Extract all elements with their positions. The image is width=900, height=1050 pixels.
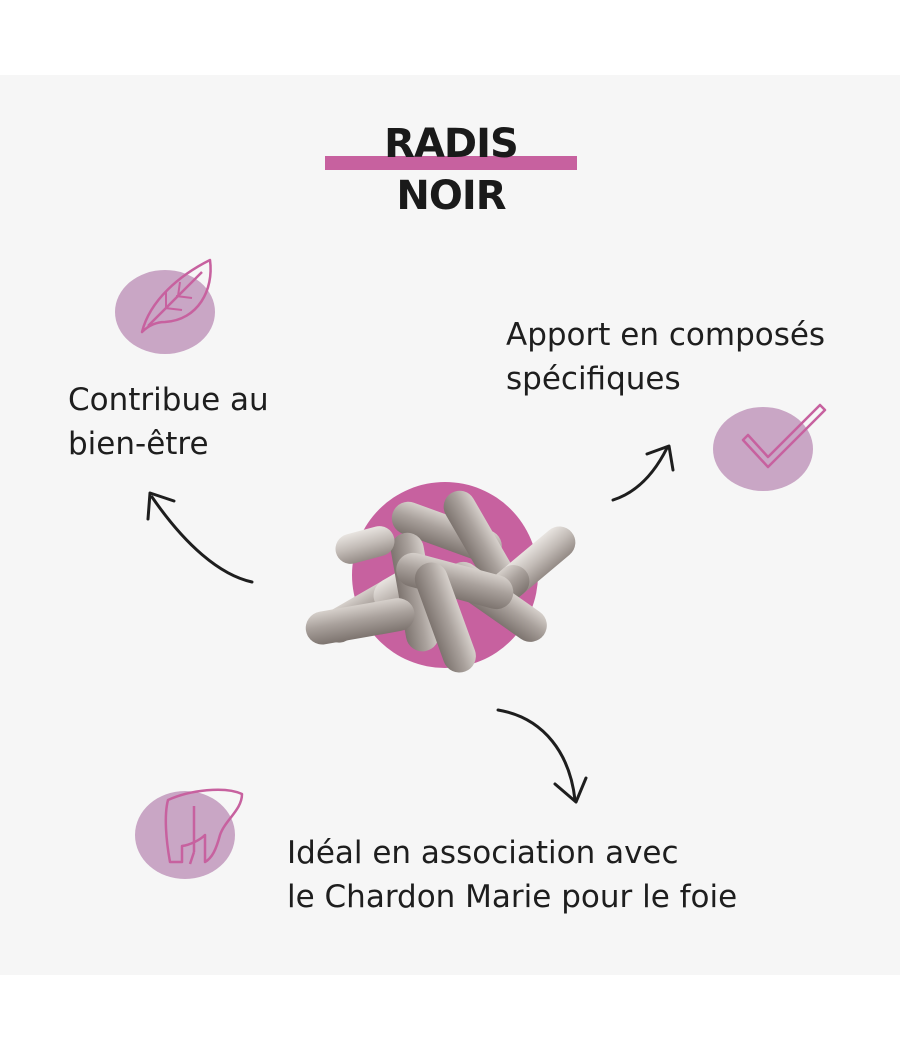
title-block: RADIS NOIR — [325, 118, 577, 219]
benefit-label-compounds: Apport en composés spécifiques — [506, 317, 826, 397]
leaf-icon — [115, 258, 215, 354]
title-highlight-bar — [325, 156, 577, 170]
benefit-label-liver: Idéal en association avec le Chardon Mar… — [287, 835, 738, 915]
arrow-to-liver — [496, 708, 588, 804]
page-title: RADIS NOIR — [384, 121, 519, 219]
liver-icon — [135, 788, 244, 879]
arrow-to-compounds — [611, 444, 675, 502]
capsules-image — [305, 482, 576, 673]
benefit-label-wellbeing: Contribue au bien-être — [68, 382, 269, 462]
checkmark-icon — [713, 403, 827, 491]
arrow-to-wellbeing — [146, 491, 254, 584]
